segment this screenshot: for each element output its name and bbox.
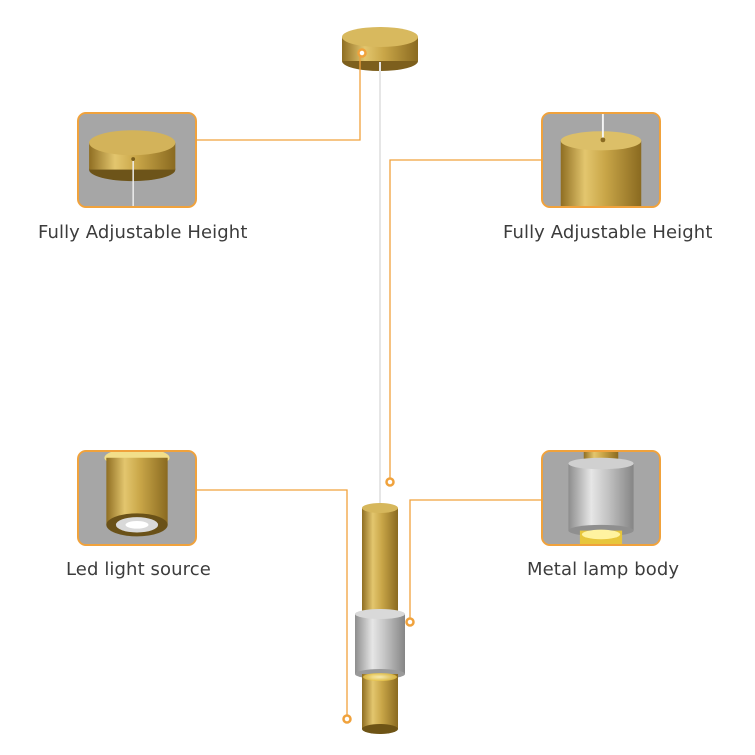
callout-label-cord-cap: Fully Adjustable Height [503, 222, 713, 243]
callout-label-lamp-body: Metal lamp body [527, 559, 680, 580]
callout-label-canopy: Fully Adjustable Height [38, 222, 248, 243]
pendant-lamp [355, 503, 405, 734]
canopy-closeup-thumbnail [77, 112, 197, 208]
callout-lines [197, 55, 541, 718]
metal-body-closeup-icon [543, 452, 659, 544]
ceiling-canopy-closeup-icon [79, 114, 195, 206]
cord-cap-closeup-thumbnail [541, 112, 661, 208]
callout-dots [342, 48, 415, 724]
callout-label-light-source: Led light source [66, 559, 211, 580]
led-lens-closeup-icon [79, 452, 195, 544]
cord-cap-closeup-icon [543, 114, 659, 206]
led-light-source-thumbnail [77, 450, 197, 546]
ceiling-canopy [342, 27, 418, 71]
metal-lamp-body-thumbnail [541, 450, 661, 546]
